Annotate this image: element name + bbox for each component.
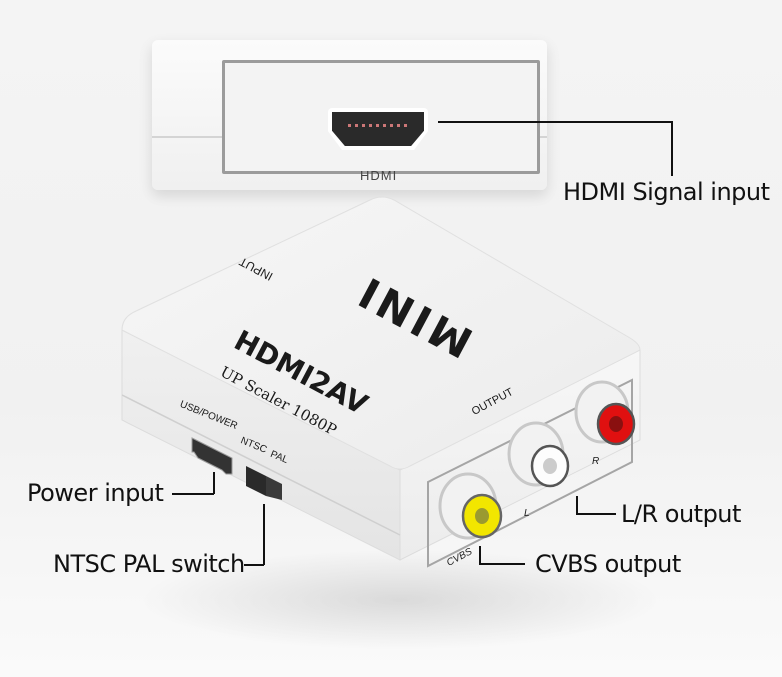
callout-line-cvbs-h (479, 563, 525, 565)
callout-line-power-v (213, 472, 215, 494)
rca-cvbs-jack (438, 472, 503, 540)
callout-power-input: Power input (27, 479, 164, 507)
callout-hdmi-signal-input: HDMI Signal input (563, 178, 770, 206)
callout-line-switch-h (244, 564, 264, 566)
callout-line-cvbs-v (479, 546, 481, 564)
right-channel-label: R (592, 456, 600, 467)
callout-line-hdmi-v (671, 121, 673, 176)
callout-line-switch-v (263, 504, 265, 565)
callout-cvbs-output: CVBS output (535, 550, 681, 578)
hdmi-pins (348, 124, 408, 127)
rca-right-jack (574, 380, 636, 446)
hdmi-port-socket (332, 112, 424, 146)
callout-lr-output: L/R output (621, 500, 741, 528)
hdmi-port-label: HDMI (360, 168, 398, 183)
callout-line-hdmi-h (438, 121, 672, 123)
callout-line-lr-h (576, 513, 616, 515)
callout-ntsc-pal-switch: NTSC PAL switch (53, 550, 245, 578)
callout-line-lr-v (576, 496, 578, 514)
left-channel-label: L (524, 508, 530, 519)
rca-left-jack (507, 421, 570, 488)
callout-line-power-h (172, 493, 214, 495)
